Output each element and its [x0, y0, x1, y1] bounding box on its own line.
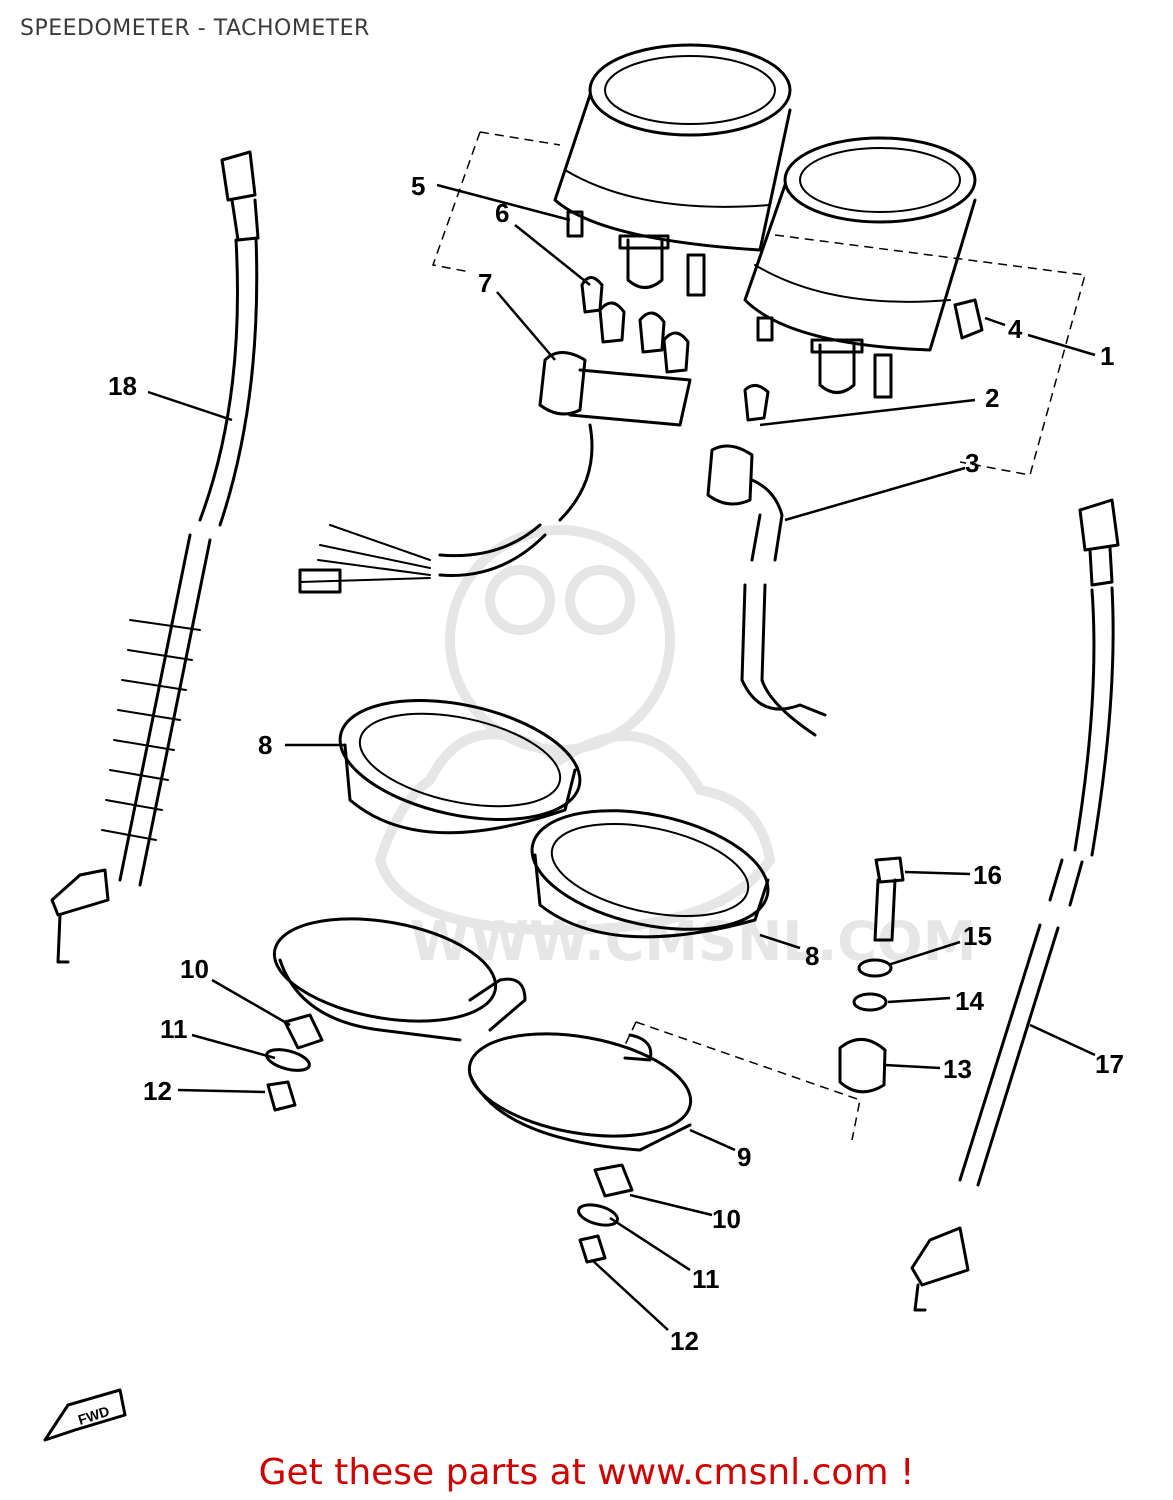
callout-11b: 11 [692, 1264, 720, 1294]
leader-lines [147, 183, 1096, 1331]
callout-5: 5 [411, 171, 425, 201]
callout-6: 6 [495, 198, 509, 228]
callout-12b: 12 [670, 1326, 699, 1356]
callout-17: 17 [1095, 1049, 1124, 1079]
callout-18: 18 [108, 371, 137, 401]
callout-13: 13 [943, 1054, 972, 1084]
callout-7: 7 [478, 268, 492, 298]
mounting-hardware [265, 856, 905, 1264]
footer-link[interactable]: Get these parts at www.cmsnl.com ! [258, 1452, 915, 1493]
speedometer-cable [50, 150, 260, 964]
watermark: WWW.CMSNL.COM [374, 525, 976, 973]
meter-bracket [272, 917, 693, 1152]
callout-16: 16 [973, 860, 1002, 890]
callout-4: 4 [1008, 314, 1023, 344]
speedometer-housing [553, 43, 792, 297]
callout-labels: 1 2 3 4 5 6 7 8 8 9 10 10 11 11 12 12 13… [108, 171, 1124, 1356]
callout-8b: 8 [805, 941, 819, 971]
tacho-bulb-wiring [706, 384, 827, 737]
tachometer-housing [743, 136, 984, 399]
bulb-socket-assembly [298, 276, 692, 594]
callout-14: 14 [955, 986, 984, 1016]
fwd-arrow: FWD [43, 1388, 127, 1442]
callout-3: 3 [965, 448, 979, 478]
callout-15: 15 [963, 921, 992, 951]
tachometer-cable [910, 498, 1120, 1312]
callout-9: 9 [737, 1142, 751, 1172]
callout-8a: 8 [258, 730, 272, 760]
callout-10a: 10 [180, 954, 209, 984]
callout-10b: 10 [712, 1204, 741, 1234]
meter-bezels [338, 699, 770, 939]
diagram-title: SPEEDOMETER - TACHOMETER [20, 16, 370, 41]
callout-12a: 12 [143, 1076, 172, 1106]
callout-11a: 11 [160, 1014, 188, 1044]
callout-1: 1 [1100, 341, 1114, 371]
callout-2: 2 [985, 383, 999, 413]
